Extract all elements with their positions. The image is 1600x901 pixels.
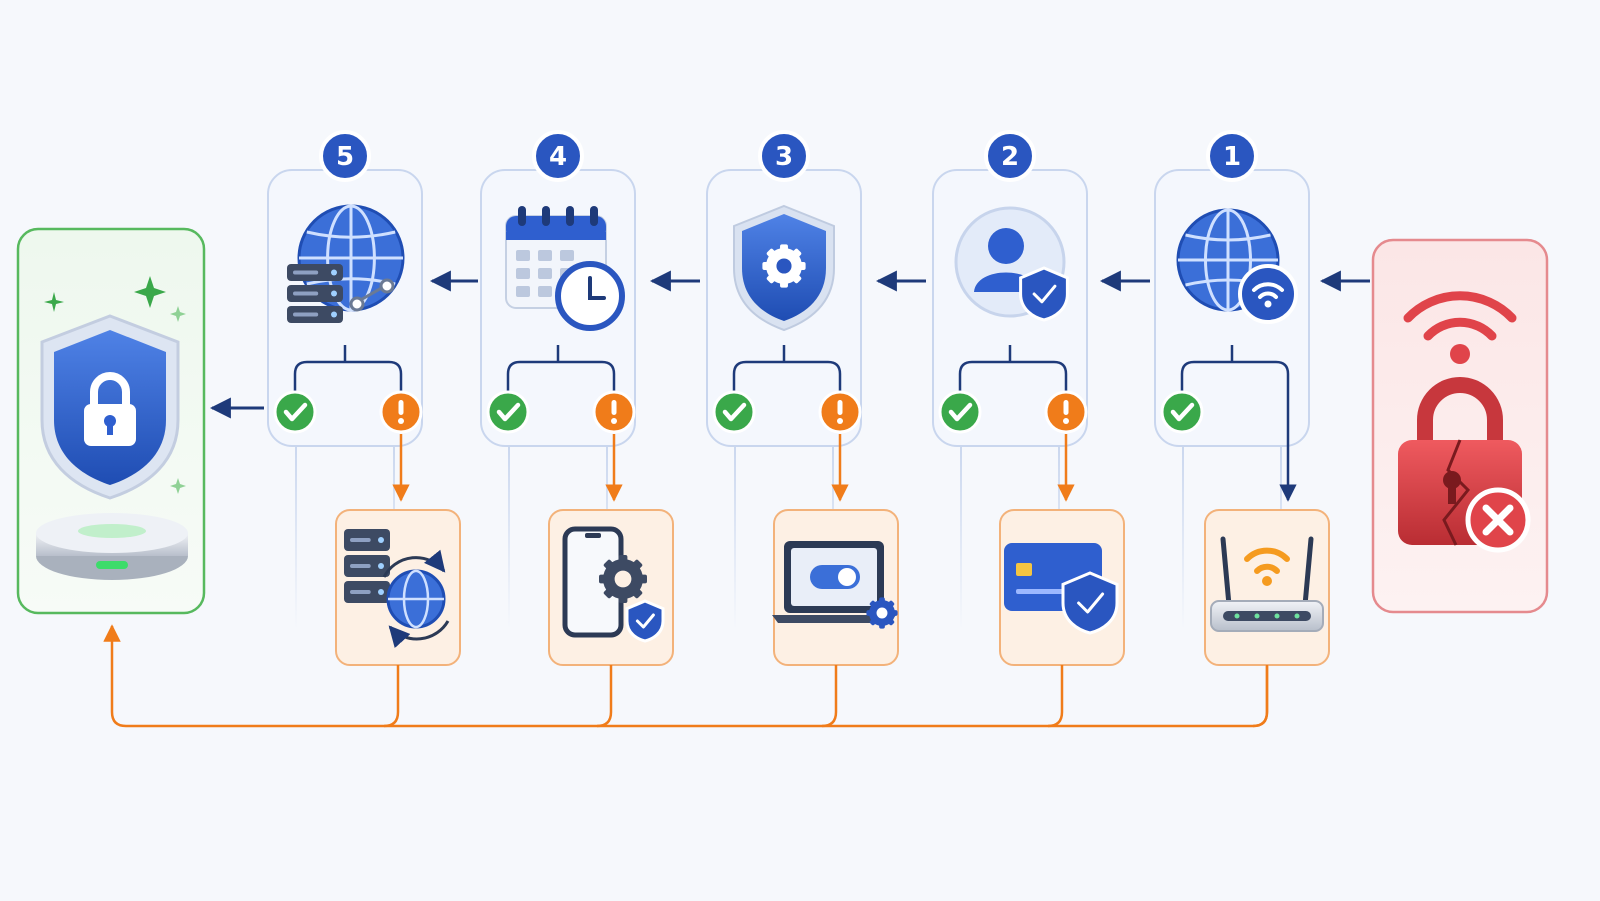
branch-connector — [293, 345, 403, 392]
success-check-icon — [273, 390, 317, 434]
warning-alert-icon — [379, 390, 423, 434]
broken-lock-wifi-icon — [1398, 291, 1531, 553]
globe-wifi-icon — [1176, 208, 1298, 324]
step-number-badge: 1 — [1206, 130, 1258, 182]
step-number: 3 — [775, 142, 793, 172]
remedy-box — [335, 509, 461, 666]
step-number: 4 — [549, 142, 567, 172]
step-number-badge: 5 — [319, 130, 371, 182]
credit-card-shield-icon — [1004, 543, 1119, 635]
return-path — [103, 624, 1269, 728]
server-globe-icon — [287, 204, 405, 323]
success-check-icon — [486, 390, 530, 434]
remedy-box — [1204, 509, 1330, 666]
remedy-box — [772, 509, 899, 666]
secure-shield-lock-icon — [40, 314, 180, 500]
step-number-badge: 3 — [758, 130, 810, 182]
user-shield-icon — [954, 206, 1069, 322]
step-4: 4 — [480, 130, 674, 728]
laptop-toggle-icon — [772, 541, 898, 629]
remedy-box — [999, 509, 1125, 666]
step-number: 2 — [1001, 142, 1019, 172]
branch-connector — [732, 345, 842, 392]
success-check-icon — [938, 390, 982, 434]
step-number-badge: 4 — [532, 130, 584, 182]
remedy-box — [548, 509, 674, 666]
step-3: 3 — [706, 130, 899, 728]
sparkle-icon — [44, 276, 186, 494]
phone-settings-shield-icon — [562, 526, 665, 643]
branch-connector — [1180, 345, 1290, 392]
step-number-badge: 2 — [984, 130, 1036, 182]
branch-connector — [506, 345, 616, 392]
branch-connector — [958, 345, 1068, 392]
step-2: 2 — [932, 130, 1125, 728]
warning-alert-icon — [818, 390, 862, 434]
warning-alert-icon — [592, 390, 636, 434]
success-check-icon — [1160, 390, 1204, 434]
end-secure-box — [16, 227, 206, 615]
step-number: 5 — [336, 142, 354, 172]
calendar-clock-icon — [505, 206, 625, 331]
shield-gear-icon — [733, 204, 835, 332]
start-compromised-box — [1371, 238, 1549, 614]
step-5: 5 — [267, 130, 461, 728]
secure-device-base-icon — [36, 513, 188, 580]
wifi-router-icon — [1210, 536, 1324, 632]
server-globe-sync-icon — [344, 529, 450, 649]
success-check-icon — [712, 390, 756, 434]
step-number: 1 — [1223, 142, 1241, 172]
step-1: 1 — [1154, 130, 1330, 728]
warning-alert-icon — [1044, 390, 1088, 434]
